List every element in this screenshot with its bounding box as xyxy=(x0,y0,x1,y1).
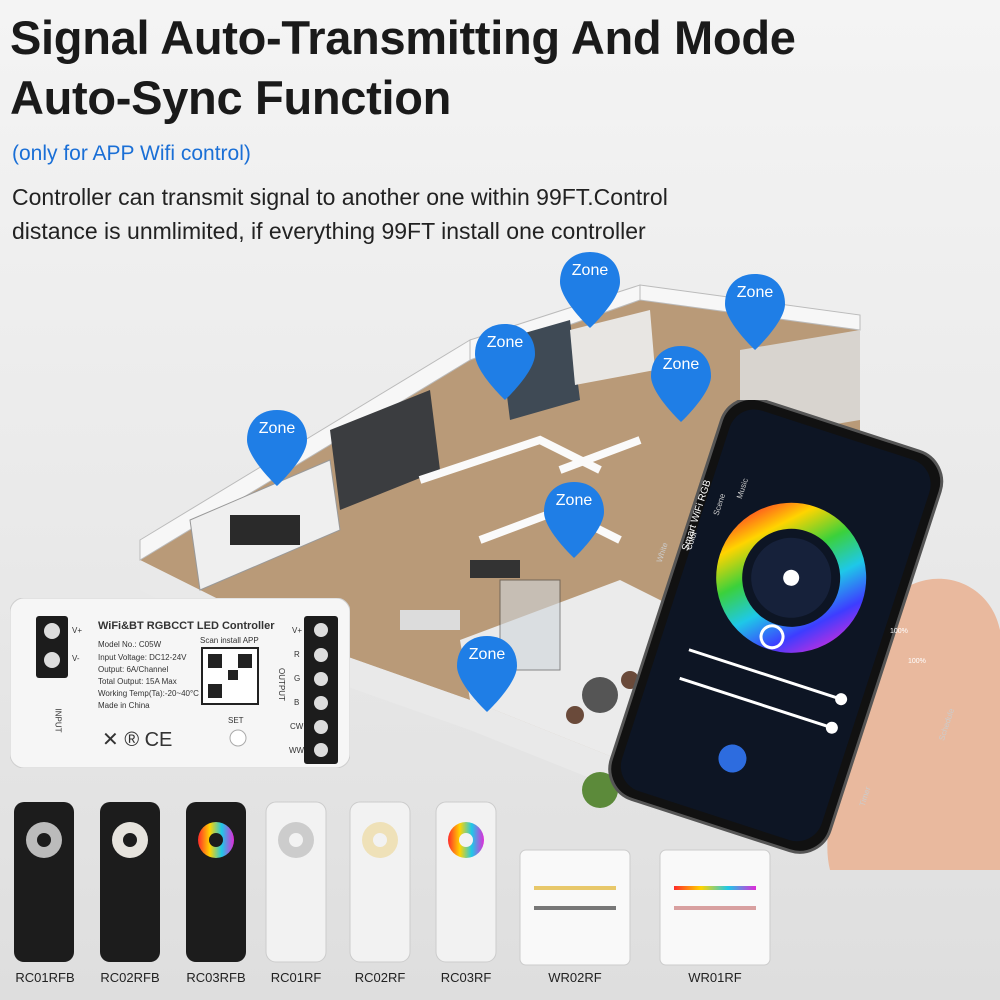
controller-title: WiFi&BT RGBCCT LED Controller xyxy=(98,620,275,632)
map-pin-icon xyxy=(457,636,517,712)
map-pin-icon xyxy=(725,274,785,350)
saturation-percent: 100% xyxy=(908,658,926,665)
map-pin-icon xyxy=(544,482,604,558)
controller-vminus: V- xyxy=(72,654,80,663)
controller-vplus: V+ xyxy=(72,626,83,635)
remote-label: WR01RF xyxy=(688,970,742,985)
zone-pin: Zone xyxy=(542,480,606,560)
map-pin-icon xyxy=(247,410,307,486)
zone-pin-label: Zone xyxy=(258,420,296,437)
zone-pin: Zone xyxy=(558,250,622,330)
map-pin-icon xyxy=(651,346,711,422)
title-line-1: Signal Auto-Transmitting And Mode xyxy=(10,11,796,64)
zone-pin-label: Zone xyxy=(555,492,593,509)
controller-made: Made in China xyxy=(98,701,150,710)
controller-input: INPUT xyxy=(53,708,63,733)
brightness-percent: 100% xyxy=(890,628,908,635)
smartphone-app-mockup: Smart WiFi RGB White Color Scene Music 1… xyxy=(590,396,1000,870)
zone-pin: Zone xyxy=(455,634,519,714)
controller-scan: Scan install APP xyxy=(200,636,259,645)
remote-label: RC03RF xyxy=(440,970,492,985)
map-pin-icon xyxy=(560,252,620,328)
zone-pin-label: Zone xyxy=(468,646,506,663)
controller-voltage: Input Voltage: DC12-24V xyxy=(98,653,187,662)
controller-output-side: OUTPUT xyxy=(276,668,286,701)
controller-body: ✕ ® CE xyxy=(9,597,351,769)
terminal-label: R xyxy=(294,650,300,659)
description: Controller can transmit signal to anothe… xyxy=(12,180,812,248)
subtitle: (only for APP Wifi control) xyxy=(12,142,251,165)
remote-label: RC02RF xyxy=(354,970,406,985)
remote-label: RC02RFB xyxy=(100,970,160,985)
controller-model: Model No.: C05W xyxy=(98,640,162,649)
zone-pin-label: Zone xyxy=(662,356,700,373)
svg-text:✕ ® CE: ✕ ® CE xyxy=(102,729,172,751)
remote-rc01rf xyxy=(265,801,327,963)
zone-pin: Zone xyxy=(649,344,713,424)
terminal-label: G xyxy=(294,674,301,683)
remote-controls-row xyxy=(14,801,771,966)
zone-pin-label: Zone xyxy=(486,334,524,351)
led-controller-device: ✕ ® CE WiFi&BT RGBCCT LED Controller Mod… xyxy=(9,597,351,769)
map-pin-icon xyxy=(475,324,535,400)
remote-rc03rfb xyxy=(186,802,246,962)
phone-illustration xyxy=(608,396,1000,870)
desc-line-2: distance is unmlimited, if everything 99… xyxy=(12,218,646,244)
remote-label: RC01RFB xyxy=(15,970,75,985)
zone-pin-label: Zone xyxy=(571,262,609,279)
controller-temp: Working Temp(Ta):-20~40°C xyxy=(98,689,199,698)
title-line-2: Auto-Sync Function xyxy=(10,71,452,124)
zone-pin: Zone xyxy=(473,322,537,402)
wall-panel-wr01rf xyxy=(659,849,771,966)
wall-panel-wr02rf xyxy=(519,849,631,966)
remote-rc01rfb xyxy=(14,802,74,962)
controller-set: SET xyxy=(228,716,244,725)
controller-total: Total Output: 15A Max xyxy=(98,677,177,686)
remote-label: RC01RF xyxy=(270,970,322,985)
zone-pin: Zone xyxy=(245,408,309,488)
controller-output: Output: 6A/Channel xyxy=(98,665,169,674)
zone-pin-label: Zone xyxy=(736,284,774,301)
terminal-label: B xyxy=(294,698,300,707)
remote-rc03rf xyxy=(435,801,497,963)
zone-pin: Zone xyxy=(723,272,787,352)
remote-label: RC03RFB xyxy=(186,970,246,985)
remote-label: WR02RF xyxy=(548,970,602,985)
desc-line-1: Controller can transmit signal to anothe… xyxy=(12,184,668,210)
terminal-label: V+ xyxy=(292,626,303,635)
remote-rc02rfb xyxy=(100,802,160,962)
remote-rc02rf xyxy=(349,801,411,963)
terminal-label: WW xyxy=(289,746,305,755)
terminal-label: CW xyxy=(290,722,304,731)
